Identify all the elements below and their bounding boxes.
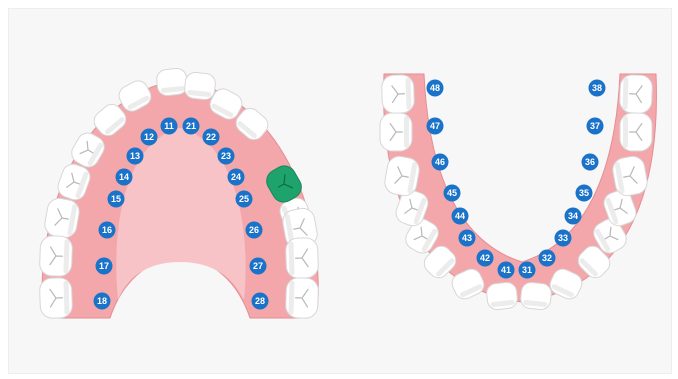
tooth-number-label: 34 — [568, 211, 578, 221]
tooth-number-badge-22[interactable]: 22 — [203, 129, 220, 146]
tooth-number-badge-23[interactable]: 23 — [218, 148, 235, 165]
tooth-18[interactable] — [39, 277, 72, 318]
tooth-number-label: 35 — [579, 188, 589, 198]
tooth-number-label: 14 — [119, 172, 129, 182]
tooth-number-label: 11 — [164, 121, 174, 131]
tooth-number-label: 38 — [592, 83, 602, 93]
tooth-number-label: 44 — [455, 211, 465, 221]
tooth-48[interactable] — [381, 74, 414, 113]
tooth-number-label: 16 — [102, 225, 112, 235]
tooth-number-label: 32 — [542, 253, 552, 263]
tooth-number-badge-43[interactable]: 43 — [459, 230, 476, 247]
tooth-number-label: 22 — [206, 132, 216, 142]
tooth-number-badge-32[interactable]: 32 — [539, 250, 556, 267]
tooth-number-label: 21 — [186, 121, 196, 131]
tooth-number-badge-16[interactable]: 16 — [99, 222, 116, 239]
tooth-number-badge-37[interactable]: 37 — [587, 118, 604, 135]
tooth-number-badge-44[interactable]: 44 — [452, 208, 469, 225]
tooth-number-label: 36 — [585, 157, 595, 167]
tooth-number-badge-28[interactable]: 28 — [252, 293, 269, 310]
tooth-31[interactable] — [520, 282, 553, 311]
tooth-number-label: 37 — [590, 121, 600, 131]
tooth-number-badge-21[interactable]: 21 — [183, 118, 200, 135]
tooth-number-badge-15[interactable]: 15 — [108, 191, 125, 208]
lower-jaw: 31 32 33 34 35 36 37 38 41 42 43 44 45 46 47 48 — [380, 74, 656, 310]
tooth-number-label: 26 — [249, 225, 259, 235]
tooth-number-badge-25[interactable]: 25 — [236, 191, 253, 208]
tooth-number-badge-38[interactable]: 38 — [589, 80, 606, 97]
tooth-number-label: 24 — [231, 172, 241, 182]
tooth-number-label: 42 — [480, 253, 490, 263]
tooth-number-badge-41[interactable]: 41 — [498, 262, 515, 279]
tooth-41[interactable] — [486, 282, 519, 311]
tooth-number-label: 45 — [447, 188, 457, 198]
tooth-38[interactable] — [619, 74, 652, 113]
tooth-number-label: 15 — [111, 194, 121, 204]
tooth-number-label: 41 — [501, 265, 511, 275]
tooth-number-label: 25 — [239, 194, 249, 204]
tooth-number-label: 18 — [97, 296, 107, 306]
tooth-number-badge-31[interactable]: 31 — [519, 262, 536, 279]
tooth-number-label: 23 — [221, 151, 231, 161]
tooth-number-label: 27 — [253, 261, 263, 271]
tooth-number-label: 47 — [430, 121, 440, 131]
tooth-21[interactable] — [184, 72, 217, 101]
tooth-number-badge-17[interactable]: 17 — [96, 258, 113, 275]
tooth-number-badge-11[interactable]: 11 — [161, 118, 178, 135]
tooth-number-badge-13[interactable]: 13 — [127, 148, 144, 165]
tooth-number-label: 46 — [435, 157, 445, 167]
tooth-number-label: 17 — [99, 261, 109, 271]
tooth-number-label: 13 — [130, 151, 140, 161]
tooth-number-badge-47[interactable]: 47 — [427, 118, 444, 135]
upper-jaw: 11 12 13 14 15 16 17 18 21 22 23 24 25 26 27 28 — [39, 68, 319, 319]
tooth-17[interactable] — [39, 235, 72, 276]
tooth-37[interactable] — [620, 113, 652, 151]
tooth-28[interactable] — [285, 277, 318, 318]
tooth-11[interactable] — [156, 68, 189, 97]
tooth-number-badge-36[interactable]: 36 — [582, 154, 599, 171]
tooth-47[interactable] — [380, 113, 412, 151]
tooth-number-badge-46[interactable]: 46 — [432, 154, 449, 171]
tooth-number-label: 31 — [522, 265, 532, 275]
tooth-number-badge-42[interactable]: 42 — [477, 250, 494, 267]
tooth-number-badge-45[interactable]: 45 — [444, 185, 461, 202]
tooth-number-label: 12 — [144, 132, 154, 142]
tooth-number-badge-12[interactable]: 12 — [141, 129, 158, 146]
tooth-number-label: 28 — [255, 296, 265, 306]
tooth-27[interactable] — [285, 237, 318, 278]
tooth-number-label: 48 — [430, 83, 440, 93]
tooth-number-badge-18[interactable]: 18 — [94, 293, 111, 310]
tooth-number-badge-33[interactable]: 33 — [555, 230, 572, 247]
tooth-number-badge-26[interactable]: 26 — [246, 222, 263, 239]
tooth-number-badge-48[interactable]: 48 — [427, 80, 444, 97]
tooth-number-badge-24[interactable]: 24 — [228, 169, 245, 186]
tooth-number-label: 33 — [558, 233, 568, 243]
tooth-number-badge-34[interactable]: 34 — [565, 208, 582, 225]
tooth-number-badge-35[interactable]: 35 — [576, 185, 593, 202]
tooth-number-badge-14[interactable]: 14 — [116, 169, 133, 186]
tooth-number-label: 43 — [462, 233, 472, 243]
tooth-number-badge-27[interactable]: 27 — [250, 258, 267, 275]
